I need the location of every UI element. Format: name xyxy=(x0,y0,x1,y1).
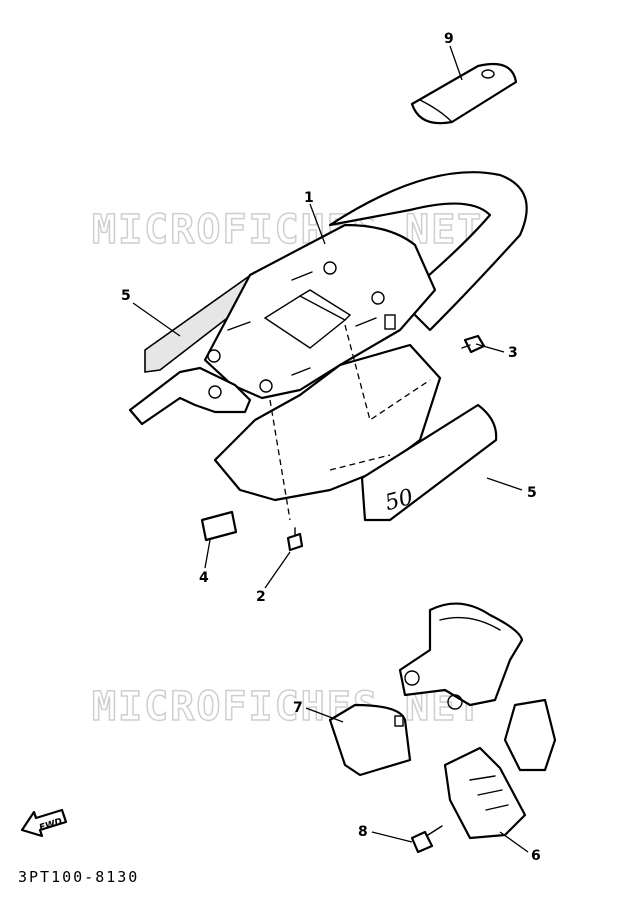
callout-1: 1 xyxy=(304,190,314,206)
part-8-bolt xyxy=(410,825,443,854)
callout-3: 3 xyxy=(508,345,518,361)
leader-6 xyxy=(499,831,529,853)
leader-5-right xyxy=(486,477,523,491)
leader-9 xyxy=(449,45,463,81)
watermark-top: MICROFICHES.NET xyxy=(92,207,483,253)
part-7-mud-flap xyxy=(328,703,412,777)
callout-5-right: 5 xyxy=(527,485,537,501)
callout-4: 4 xyxy=(199,570,209,586)
part-3-bolt xyxy=(461,334,486,354)
callout-7: 7 xyxy=(293,700,303,716)
callout-5-left: 5 xyxy=(121,288,131,304)
part-4-pad xyxy=(200,510,238,542)
part-6-side-guard xyxy=(443,746,527,840)
part-2-screw xyxy=(286,527,304,552)
callout-9: 9 xyxy=(444,31,454,47)
part-1-rear-fender xyxy=(128,171,528,521)
leader-1 xyxy=(309,203,326,245)
leader-5-left xyxy=(132,302,181,337)
callout-8: 8 xyxy=(358,824,368,840)
leader-8 xyxy=(371,831,413,843)
diagram-code: 3PT100-8130 xyxy=(18,868,140,886)
callout-6: 6 xyxy=(531,848,541,864)
leader-7 xyxy=(305,707,344,723)
callout-2: 2 xyxy=(256,589,266,605)
fwd-arrow-icon: FWD xyxy=(20,808,68,838)
leader-2 xyxy=(264,551,291,589)
part-9-tool-pouch xyxy=(410,62,518,125)
leader-4 xyxy=(204,539,211,569)
leader-3 xyxy=(475,343,505,353)
frame-section xyxy=(398,602,557,772)
